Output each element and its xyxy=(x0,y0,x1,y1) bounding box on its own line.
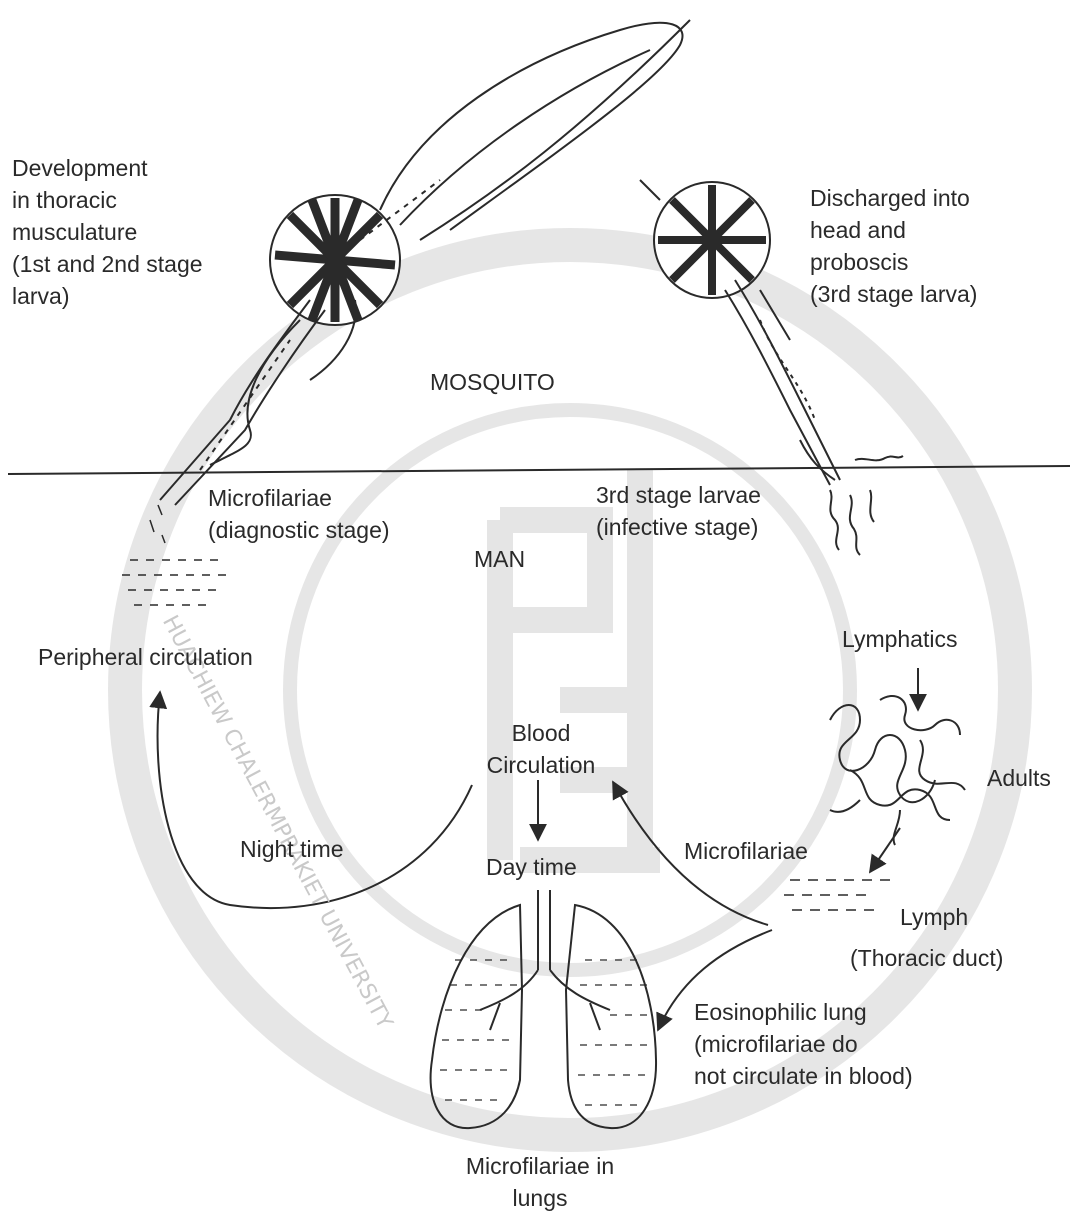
label-lymphatics: Lymphatics xyxy=(842,623,957,655)
label-mosquito: MOSQUITO xyxy=(430,366,555,398)
arrow-adults-to-lymph xyxy=(870,828,900,872)
label-blood-circulation: Blood Circulation xyxy=(466,717,616,781)
lungs xyxy=(431,890,656,1128)
label-lymph: Lymph xyxy=(900,901,968,933)
label-microfilariae-diagnostic: Microfilariae (diagnostic stage) xyxy=(208,482,390,546)
label-thoracic-duct: (Thoracic duct) xyxy=(850,942,1003,974)
label-eosinophilic-lung: Eosinophilic lung (microfilariae do not … xyxy=(694,996,913,1092)
label-third-stage-larvae: 3rd stage larvae (infective stage) xyxy=(596,479,761,543)
lymph-microfilariae xyxy=(784,880,890,910)
label-night-time: Night time xyxy=(240,833,344,865)
label-microfilariae: Microfilariae xyxy=(684,835,808,867)
label-microfilariae-in-lungs: Microfilariae in lungs xyxy=(430,1150,650,1211)
label-man: MAN xyxy=(474,543,525,575)
label-development-thoracic: Development in thoracic musculature (1st… xyxy=(12,152,203,312)
label-discharged-head: Discharged into head and proboscis (3rd … xyxy=(810,182,977,310)
right-lung xyxy=(566,905,656,1128)
trachea xyxy=(538,890,550,970)
label-peripheral-circulation: Peripheral circulation xyxy=(38,641,253,673)
label-day-time: Day time xyxy=(486,851,577,883)
label-adults: Adults xyxy=(987,762,1051,794)
